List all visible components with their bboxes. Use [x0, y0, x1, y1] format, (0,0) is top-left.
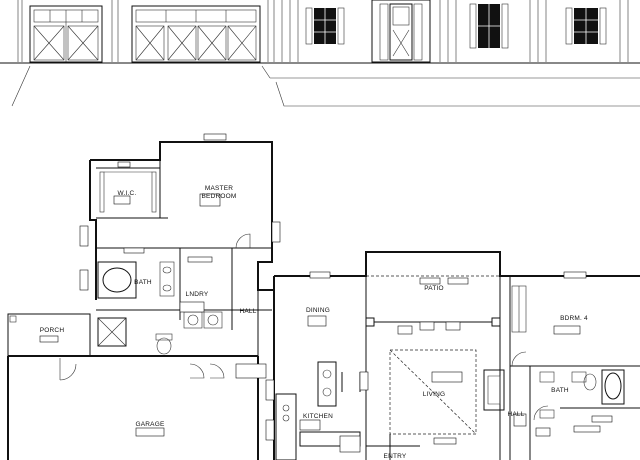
label-hall-east: HALL — [507, 411, 524, 418]
grade-line — [0, 62, 640, 107]
label-entry: ENTRY — [384, 453, 407, 460]
label-porch: PORCH — [40, 327, 65, 334]
garage-outline — [7, 355, 259, 460]
fireplace — [483, 369, 505, 411]
label-bath-east: BATH — [551, 387, 569, 394]
main-body-walls — [274, 251, 640, 277]
elevation-window-1 — [305, 7, 345, 45]
garage-siding — [17, 0, 275, 62]
label-hall-west: HALL — [239, 308, 256, 315]
label-bath-master: BATH — [134, 279, 152, 286]
label-master-bedroom-2: BEDROOM — [202, 193, 237, 200]
elevation-window-2 — [469, 3, 509, 49]
house-siding — [281, 0, 629, 62]
room-labels: MASTER BEDROOM W.I.C. BATH LNDRY HALL PO… — [40, 185, 588, 460]
elevation-front-door — [371, 0, 431, 63]
label-patio: PATIO — [424, 285, 444, 292]
label-living: LIVING — [423, 391, 446, 398]
elevation-window-3 — [565, 7, 607, 45]
floor-plan — [7, 133, 640, 460]
callout-tags — [39, 133, 613, 453]
garage-door-right — [131, 5, 261, 63]
label-dining: DINING — [306, 307, 330, 314]
porch-outline — [7, 313, 91, 357]
kitchen-island — [317, 361, 337, 407]
label-master-bedroom-1: MASTER — [205, 185, 233, 192]
label-bedroom-4: BDRM. 4 — [560, 315, 588, 322]
bathtub — [97, 261, 137, 299]
label-garage: GARAGE — [135, 421, 164, 428]
garage-door-left — [29, 5, 103, 63]
front-elevation — [0, 0, 640, 107]
label-wic: W.I.C. — [118, 190, 137, 197]
label-kitchen: KITCHEN — [303, 413, 333, 420]
label-laundry: LNDRY — [186, 291, 209, 298]
